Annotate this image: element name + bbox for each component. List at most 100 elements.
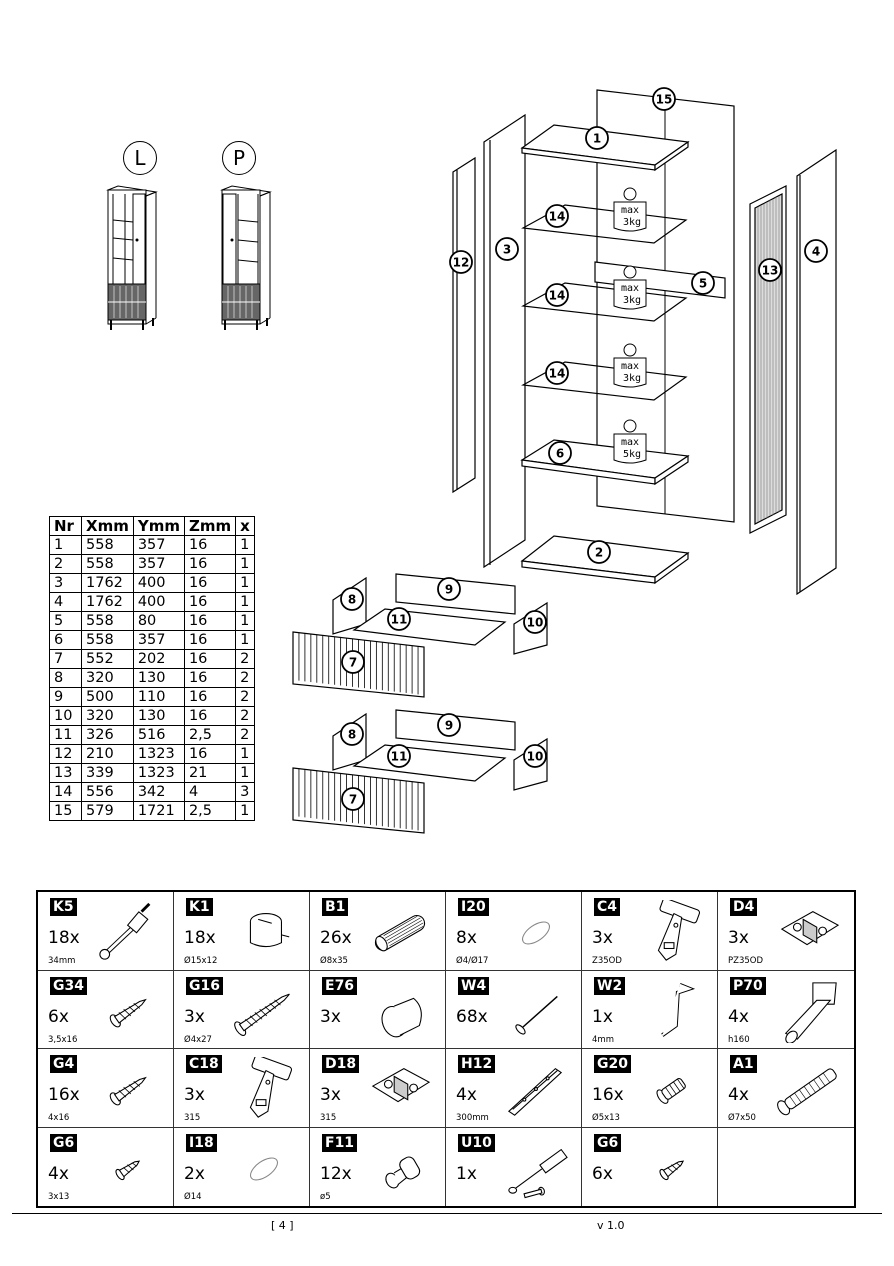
part-number-callout: 5: [691, 271, 715, 295]
part-number: 14: [549, 210, 566, 224]
weight-label-max: max: [621, 361, 639, 372]
cell-quantity: 1: [235, 763, 255, 783]
cell-xmm: 320: [81, 706, 134, 726]
cell-ymm: 1721: [132, 801, 185, 821]
hardware-code: G20: [594, 1055, 631, 1073]
hardware-spec: 4mm: [592, 1034, 614, 1045]
part-number-callout: 13: [758, 258, 782, 282]
cell-zmm: 16: [183, 744, 237, 764]
part-number: 9: [445, 583, 453, 597]
version-label: v 1.0: [597, 1219, 625, 1232]
hardware-code: G6: [50, 1133, 78, 1152]
hardware-quantity: 12x: [320, 1163, 352, 1184]
hardware-code: C4: [594, 898, 621, 916]
header-zmm: Zmm: [183, 516, 237, 536]
hardware-spec: 300mm: [456, 1113, 489, 1123]
anti-tip-kit-icon: [508, 1148, 568, 1198]
hardware-code: P70: [730, 976, 766, 995]
cell-quantity: 1: [235, 573, 255, 593]
drawer-assembly-lower: [292, 709, 548, 834]
cell-xmm: 1762: [81, 573, 134, 593]
cell-quantity: 1: [235, 630, 255, 650]
small-screw-icon: [115, 1159, 141, 1180]
hardware-code: C18: [186, 1055, 222, 1073]
cell-xmm: 320: [81, 668, 134, 688]
hardware-quantity: 3x: [320, 1006, 341, 1027]
hardware-code: K5: [50, 898, 77, 916]
part-number: 8: [348, 593, 356, 607]
cell-xmm: 556: [81, 782, 134, 802]
cell-ymm: 130: [132, 706, 185, 726]
shelf-support-icon: [385, 1155, 421, 1188]
cell-nr: 3: [49, 573, 82, 593]
euro-screw-icon: [656, 1078, 686, 1104]
cell-ymm: 357: [132, 535, 185, 555]
cell-ymm: 357: [132, 554, 185, 574]
part-number-callout: 3: [495, 237, 519, 261]
footer-divider: [12, 1213, 882, 1214]
hinge-icon: [249, 1057, 293, 1118]
hardware-quantity: 3x: [184, 1006, 205, 1027]
part-number-callout: 8: [340, 587, 364, 611]
variant-label: P: [232, 146, 246, 170]
cell-xmm: 1762: [81, 592, 134, 612]
header-nr: Nr: [49, 516, 82, 536]
hardware-quantity: 6x: [48, 1006, 69, 1027]
cell-nr: 11: [49, 725, 82, 745]
hardware-quantity: 68x: [456, 1006, 488, 1027]
hardware-code: K1: [186, 898, 213, 916]
hardware-spec: Ø4x27: [184, 1034, 212, 1045]
part-number-callout: 9: [437, 577, 461, 601]
hinge-plate-icon: [780, 911, 840, 946]
cell-xmm: 558: [81, 535, 134, 555]
cell-ymm: 357: [132, 630, 185, 650]
cell-nr: 4: [49, 592, 82, 612]
cell-ymm: 400: [132, 592, 185, 612]
hardware-spec: Ø8x35: [320, 956, 348, 966]
part-number-callout: 12: [449, 250, 473, 274]
cell-quantity: 1: [235, 801, 255, 821]
weight-label-kg: 5kg: [623, 449, 641, 460]
part-number-callout: 4: [804, 239, 828, 263]
cell-quantity: 1: [235, 592, 255, 612]
cell-ymm: 516: [132, 725, 185, 745]
cell-xmm: 558: [81, 611, 134, 631]
hardware-spec: 315: [184, 1113, 201, 1123]
cell-quantity: 1: [235, 554, 255, 574]
long-screw-icon: [234, 993, 290, 1036]
cell-zmm: 16: [183, 630, 237, 650]
cell-quantity: 1: [235, 611, 255, 631]
cell-nr: 6: [49, 630, 82, 650]
header-xmm: Xmm: [81, 516, 134, 536]
part-number-callout: 14: [545, 361, 569, 385]
hardware-quantity: 4x: [728, 1085, 749, 1105]
hardware-quantity: 1x: [456, 1163, 477, 1184]
cell-zmm: 4: [183, 782, 237, 802]
cell-zmm: 16: [183, 592, 237, 612]
cell-xmm: 339: [81, 763, 134, 783]
hardware-code: E76: [322, 976, 358, 995]
cover-cap-icon: [522, 921, 550, 945]
part-number-callout: 6: [548, 441, 572, 465]
cell-zmm: 16: [183, 535, 237, 555]
hardware-code: W4: [458, 976, 490, 995]
wooden-dowel-icon: [374, 914, 426, 952]
nail-icon: [515, 995, 558, 1035]
